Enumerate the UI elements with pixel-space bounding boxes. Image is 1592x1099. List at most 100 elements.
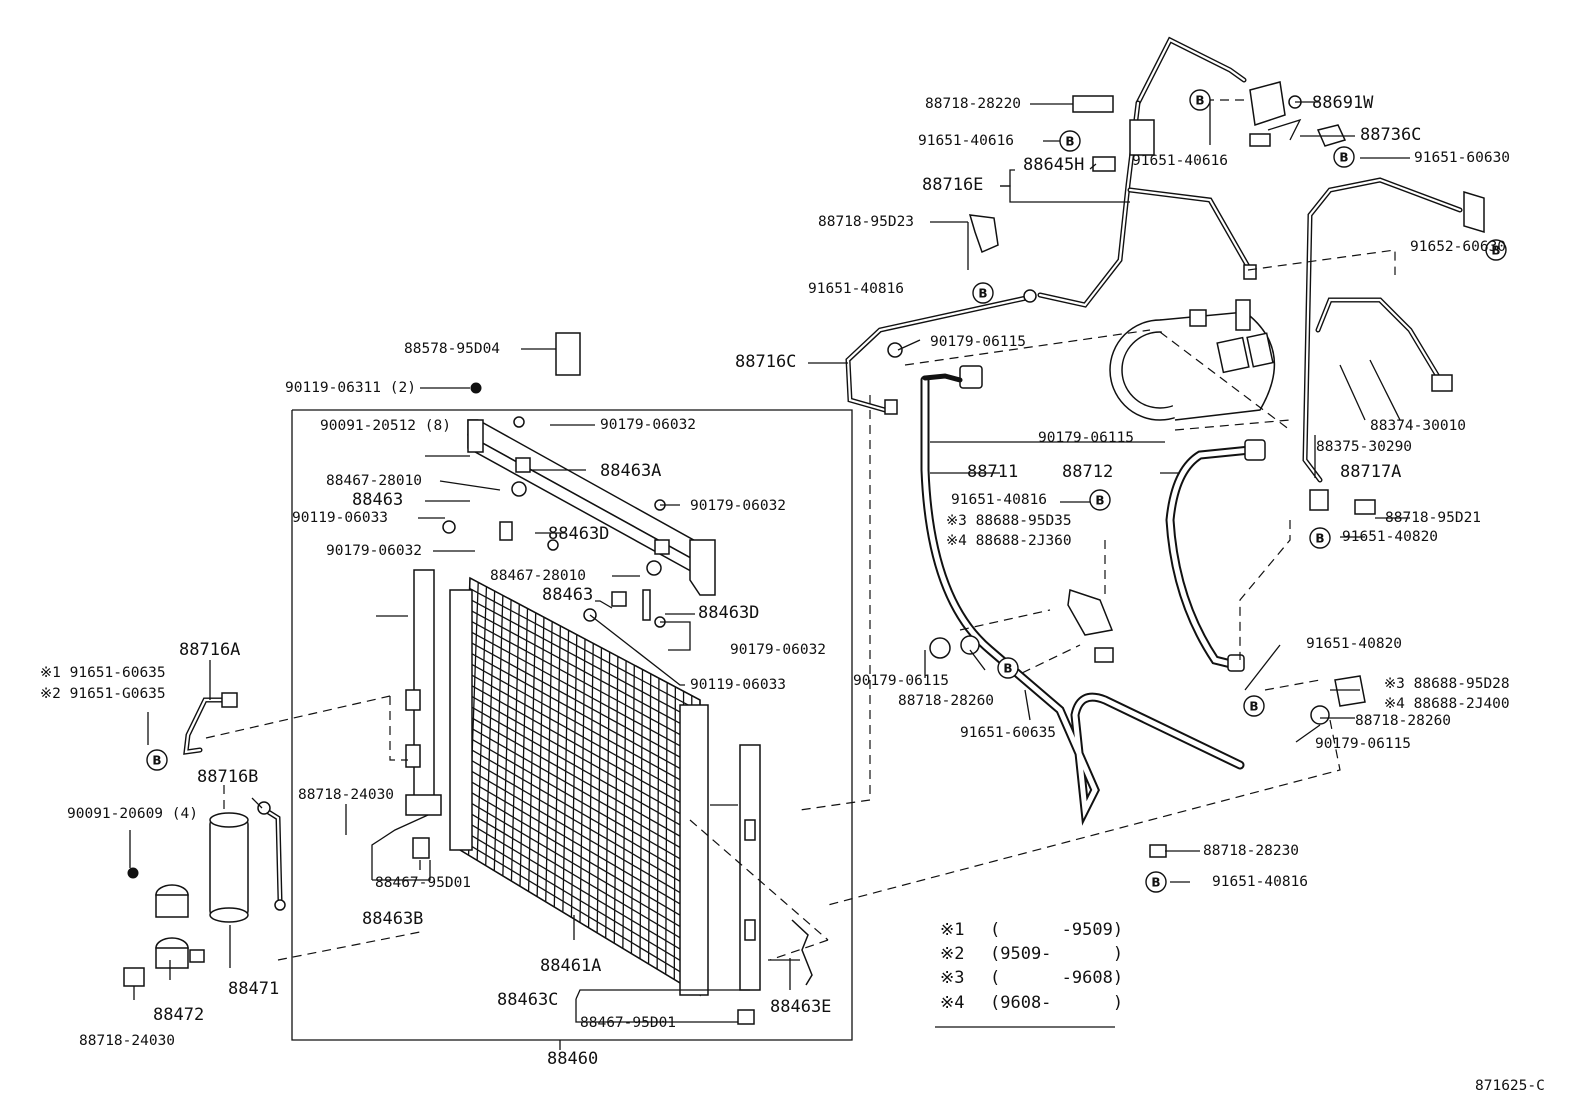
left-side-bracket: [405, 569, 442, 816]
part-label: 88711: [967, 462, 1018, 482]
b-marker-letter: B: [1095, 494, 1104, 508]
part-label: 88463D: [548, 524, 609, 544]
b-marker: B: [1243, 695, 1265, 717]
tube-line: [461, 807, 701, 951]
part-label: 91651-60630: [1414, 150, 1510, 166]
part-label: 91651-40820: [1306, 636, 1402, 652]
part-label: 88718-95D21: [1385, 510, 1481, 526]
b-marker: B: [1485, 239, 1507, 261]
part-label: 88578-95D04: [404, 341, 500, 357]
part-label: 90179-06032: [690, 498, 786, 514]
b-marker-circle: [1309, 527, 1331, 549]
clamps-lower-middle: [929, 635, 1366, 858]
tube-line: [464, 723, 701, 860]
part-label: 90179-06032: [600, 417, 696, 433]
legend-range-1: ( -9509): [990, 920, 1123, 940]
part-label: 90119-06311 (2): [285, 380, 416, 396]
upper-rail-88463a: [467, 419, 716, 596]
tube-line: [469, 587, 701, 712]
part-label: 91651-40816: [808, 281, 904, 297]
part-label: 88463: [542, 585, 593, 605]
part-label: 88463: [352, 490, 403, 510]
hose-88712: [1165, 439, 1266, 672]
tube-line: [468, 598, 701, 724]
part-label: 88374-30010: [1370, 418, 1466, 434]
condenser-assembly-frame: [291, 409, 853, 1041]
part-label: ※3 88688-95D35: [946, 513, 1072, 529]
tube-line: [468, 608, 701, 735]
b-marker-circle: [1089, 489, 1111, 511]
part-label: ※3 88688-95D28: [1384, 676, 1510, 692]
condenser-core-88461a: [449, 576, 709, 997]
leader-lines: [129, 100, 1410, 1050]
b-marker-letter: B: [1491, 244, 1500, 258]
part-label: 88718-28220: [925, 96, 1021, 112]
part-label: 91651-40816: [1212, 874, 1308, 890]
part-label: 90179-06115: [853, 673, 949, 689]
part-label: 91651-60635: [960, 725, 1056, 741]
reference-dashes-left: [205, 395, 871, 961]
part-label: 88712: [1062, 462, 1113, 482]
b-marker-letter: B: [1249, 700, 1258, 714]
part-label: 88467-95D01: [580, 1015, 676, 1031]
tube-line: [467, 629, 701, 758]
b-marker-circle: [146, 749, 168, 771]
tube-line: [468, 619, 701, 746]
part-label: 88375-30290: [1316, 439, 1412, 455]
part-label: 88471: [228, 979, 279, 999]
b-marker-letter: B: [1065, 135, 1074, 149]
tube-line: [462, 765, 701, 905]
part-label: 91651-40816: [951, 492, 1047, 508]
tube-line: [463, 734, 701, 871]
bracket-88463e: [791, 919, 813, 986]
part-label: 88718-28260: [1355, 713, 1451, 729]
part-label: 90119-06033: [690, 677, 786, 693]
tube-line: [461, 797, 701, 939]
part-label: 91651-40616: [1132, 153, 1228, 169]
b-marker-letter: B: [1151, 876, 1160, 890]
part-label: 88716E: [922, 175, 983, 195]
b-marker-letter: B: [1339, 151, 1348, 165]
b-marker-circle: [997, 657, 1019, 679]
tube-line: [469, 577, 701, 701]
part-label: ※1 91651-60635: [40, 665, 166, 681]
tube-line: [465, 692, 701, 826]
part-label: 88718-28230: [1203, 843, 1299, 859]
part-label: 88645H: [1023, 155, 1084, 175]
part-label: 91652-60630: [1410, 239, 1506, 255]
b-marker: B: [997, 657, 1019, 679]
part-label: ※4 88688-2J360: [946, 533, 1072, 549]
b-marker: B: [146, 749, 168, 771]
b-marker: B: [1089, 489, 1111, 511]
part-label: 91651-40616: [918, 133, 1014, 149]
tube-line: [462, 776, 701, 917]
part-label: ※2 91651-G0635: [40, 686, 166, 702]
b-marker: B: [1309, 527, 1331, 549]
part-label: 90179-06115: [1038, 430, 1134, 446]
receiver-drier-88471: [209, 812, 249, 923]
part-label: 90091-20512 (8): [320, 418, 451, 434]
b-marker-letter: B: [978, 287, 987, 301]
part-label: 88716A: [179, 640, 240, 660]
tube-line: [459, 849, 701, 996]
pipe-88716a: [183, 692, 238, 755]
legend-mark-1: ※1: [940, 920, 964, 940]
pipe-88717a: [1302, 177, 1485, 515]
b-marker-circle: [1485, 239, 1507, 261]
tube-line: [466, 671, 701, 803]
legend-mark-2: ※2: [940, 944, 964, 964]
tube-line: [460, 818, 701, 962]
tube-line: [460, 838, 701, 985]
part-88578-95d04: [555, 332, 581, 376]
part-label: 88717A: [1340, 462, 1401, 482]
part-label: 88467-95D01: [375, 875, 471, 891]
b-marker: B: [1145, 871, 1167, 893]
part-label: 91651-40820: [1342, 529, 1438, 545]
b-marker-letter: B: [1003, 662, 1012, 676]
part-label: 88718-24030: [298, 787, 394, 803]
part-label: 90179-06115: [930, 334, 1026, 350]
legend-mark-3: ※3: [940, 968, 964, 988]
